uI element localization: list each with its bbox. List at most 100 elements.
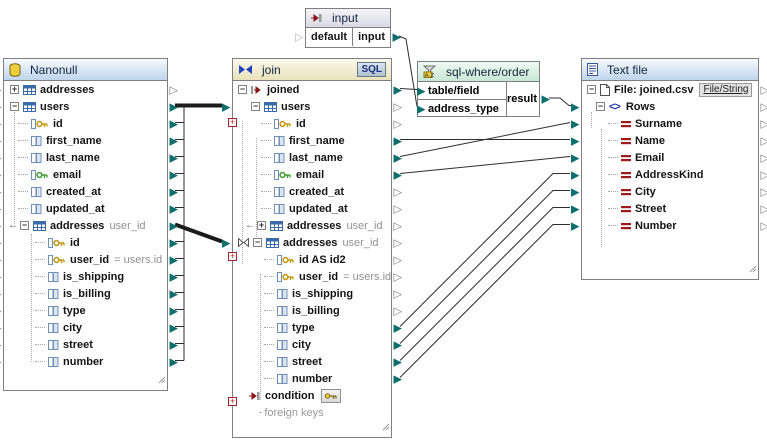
column-row[interactable]: ▷ type ▶	[0, 302, 178, 319]
collapse-icon[interactable]: −	[596, 101, 605, 111]
field-row[interactable]: ▶ Email ▷	[571, 149, 767, 166]
row-input-connector[interactable]: ▷	[0, 254, 1, 265]
row-output-connector[interactable]: ▶	[169, 116, 178, 130]
row-input-connector[interactable]: ▷	[0, 288, 1, 299]
row-input-connector[interactable]: ▷	[0, 305, 1, 316]
row-output-connector[interactable]: ▶	[169, 337, 178, 351]
row-output-connector[interactable]: ▷	[393, 201, 402, 215]
column-row[interactable]: id AS id2 ▷	[233, 251, 402, 268]
row-input-connector[interactable]: ▶	[571, 116, 580, 130]
field-row[interactable]: ▶ AddressKind ▷	[571, 166, 767, 183]
related-table-row[interactable]: ← + addresses user_id ▷	[233, 217, 402, 234]
row-output-connector[interactable]: ▶	[393, 133, 402, 147]
addresstype-input-connector[interactable]: ▶	[417, 101, 426, 115]
row-output-connector[interactable]: ▶	[169, 184, 178, 198]
default-input-connector[interactable]: ▷	[295, 30, 304, 44]
input-component-header[interactable]: input	[306, 9, 390, 28]
row-input-connector[interactable]: ▷	[0, 339, 1, 350]
row-input-connector[interactable]: ▶	[571, 150, 580, 164]
input-component[interactable]: input ▷ default input ▶	[295, 8, 401, 48]
row-output-connector[interactable]: ▷	[393, 116, 402, 130]
sqlwhere-component[interactable]: A·Z sql-where/order ▶ table/field ▶ addr…	[417, 61, 550, 117]
table-row[interactable]: ▷ − users ▶	[0, 98, 178, 115]
row-input-connector[interactable]: ▷	[0, 135, 1, 146]
joined-table-row[interactable]: ▶ − addresses user_id ▷	[222, 234, 402, 251]
row-output-connector[interactable]: ▶	[169, 252, 178, 266]
connection-city-to-city[interactable]	[399, 190, 570, 344]
row-input-connector[interactable]: ▶	[571, 184, 580, 198]
column-row[interactable]: ▷ number ▶	[0, 353, 178, 370]
column-row[interactable]: ▷ street ▶	[0, 336, 178, 353]
condition-key-button[interactable]	[320, 388, 341, 403]
nanonull-component[interactable]: Nanonull ▷ + addresses ▷ ▷ − users ▶ ▷	[0, 58, 178, 391]
tablefield-input-connector[interactable]: ▶	[417, 83, 426, 97]
nanonull-header[interactable]: Nanonull	[4, 59, 167, 81]
add-input-button[interactable]: +	[228, 117, 237, 127]
addresstype-input-row[interactable]: ▶ address_type	[417, 100, 506, 117]
join-header[interactable]: join SQL	[233, 59, 391, 81]
row-input-connector[interactable]: ▷	[0, 169, 1, 180]
field-row[interactable]: ▶ City ▷	[571, 183, 767, 200]
row-output-connector[interactable]: ▶	[169, 99, 178, 113]
row-output-connector[interactable]: ▶	[393, 167, 402, 181]
add-condition-button[interactable]: +	[228, 396, 237, 406]
row-output-connector[interactable]: ▶	[393, 354, 402, 368]
column-row[interactable]: ▷ first_name ▶	[0, 132, 178, 149]
condition-row[interactable]: condition	[233, 387, 391, 404]
row-output-connector[interactable]: ▶	[393, 320, 402, 334]
tablefield-input-row[interactable]: ▶ table/field	[417, 82, 507, 100]
connection-number-to-number[interactable]	[399, 224, 570, 378]
sql-button[interactable]: SQL	[357, 62, 386, 77]
connection-result-to-rows[interactable]	[549, 97, 571, 106]
column-row[interactable]: updated_at ▷	[233, 200, 402, 217]
column-row[interactable]: is_shipping ▷	[233, 285, 402, 302]
row-output-connector[interactable]: ▶	[169, 303, 178, 317]
column-row[interactable]: first_name ▶	[233, 132, 402, 149]
row-output-connector[interactable]: ▶	[169, 218, 178, 232]
row-output-connector[interactable]: ▷	[760, 218, 767, 232]
row-output-connector[interactable]: ▷	[760, 133, 767, 147]
column-row[interactable]: number ▶	[233, 370, 402, 387]
row-output-connector[interactable]: ▷	[393, 303, 402, 317]
row-output-connector[interactable]: ▷	[393, 286, 402, 300]
row-output-connector[interactable]: ▷	[760, 82, 767, 96]
row-input-connector[interactable]: ▶	[571, 99, 580, 113]
row-output-connector[interactable]: ▷	[393, 184, 402, 198]
column-row[interactable]: city ▶	[233, 336, 402, 353]
file-row[interactable]: − File: joined.csv File/String ▷	[582, 81, 767, 98]
row-output-connector[interactable]: ▷	[760, 201, 767, 215]
column-row[interactable]: email ▶	[233, 166, 402, 183]
foreign-keys-row[interactable]: · foreign keys	[233, 404, 391, 421]
related-table-row[interactable]: ▷ ← − addresses user_id ▶	[0, 217, 178, 234]
resize-handle[interactable]	[749, 260, 757, 278]
result-output-row[interactable]: result ▶	[507, 82, 550, 116]
connection-email-to-email[interactable]	[399, 156, 571, 174]
row-input-connector[interactable]: ▷	[0, 237, 1, 248]
row-output-connector[interactable]: ▶	[169, 133, 178, 147]
result-output-connector[interactable]: ▶	[541, 92, 550, 106]
column-row[interactable]: ▷ id ▶	[0, 115, 178, 132]
column-row[interactable]: ▷ is_shipping ▶	[0, 268, 178, 285]
field-row[interactable]: ▶ Number ▷	[571, 217, 767, 234]
row-output-connector[interactable]: ▷	[760, 116, 767, 130]
connection-lastname-to-surname[interactable]	[399, 122, 571, 157]
field-row[interactable]: ▶ Name ▷	[571, 132, 767, 149]
expand-icon[interactable]: +	[10, 84, 19, 94]
row-output-connector[interactable]: ▷	[760, 167, 767, 181]
row-input-connector[interactable]: ▷	[0, 271, 1, 282]
row-output-connector[interactable]: ▷	[393, 218, 402, 232]
column-row[interactable]: ▷ city ▶	[0, 319, 178, 336]
column-row[interactable]: ▷ created_at ▶	[0, 183, 178, 200]
file-string-button[interactable]: File/String	[699, 82, 753, 97]
collapse-icon[interactable]: −	[10, 101, 19, 111]
collapse-icon[interactable]: −	[238, 84, 247, 94]
column-row[interactable]: ▷ user_id = users.id ▶	[0, 251, 178, 268]
column-row[interactable]: is_billing ▷	[233, 302, 402, 319]
row-output-connector[interactable]: ▷	[393, 235, 402, 249]
input-default-cell[interactable]: default	[306, 28, 354, 46]
resize-handle[interactable]	[382, 418, 390, 436]
resize-handle[interactable]	[158, 371, 166, 389]
column-row[interactable]: ▷ email ▶	[0, 166, 178, 183]
collapse-icon[interactable]: −	[253, 237, 262, 247]
